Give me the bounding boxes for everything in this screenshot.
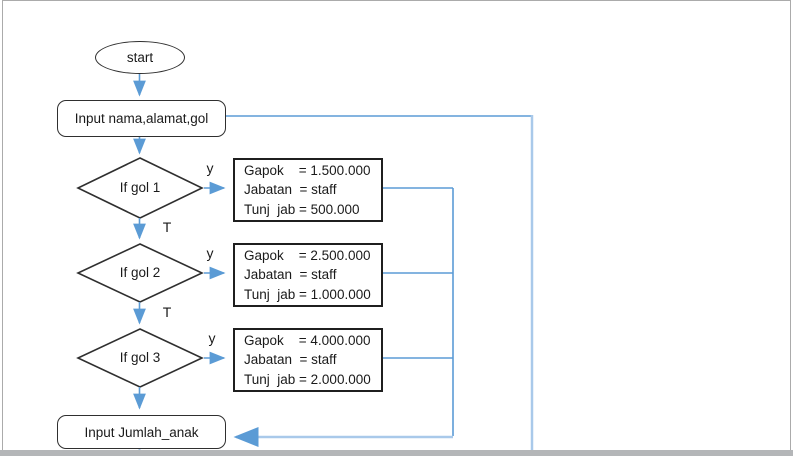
result-line: Jabatan = staff [244, 267, 337, 283]
input-jumlah-anak-box: Input Jumlah_anak [57, 415, 226, 449]
input-jumlah-anak-label: Input Jumlah_anak [84, 424, 199, 440]
result-line: Tunj jab = 1.000.000 [244, 286, 371, 302]
yes-label-3: y [208, 330, 216, 346]
result-line: Tunj jab = 2.000.000 [244, 371, 371, 387]
result-line: Gapok = 4.000.000 [244, 333, 371, 349]
input-nama-label: Input nama,alamat,gol [74, 111, 209, 126]
result-box-gol-3: Gapok = 4.000.000 Jabatan = staff Tunj j… [233, 328, 383, 392]
result-line: Jabatan = staff [244, 352, 337, 368]
decision-label-if-gol-3: If gol 3 [119, 350, 161, 365]
false-label-2: T [162, 304, 172, 320]
decision-label-if-gol-1: If gol 1 [119, 180, 161, 195]
yes-label-2: y [206, 245, 214, 261]
start-terminator: start [95, 41, 185, 74]
decision-label-if-gol-2: If gol 2 [119, 265, 161, 280]
result-line: Jabatan = staff [244, 182, 337, 198]
start-label: start [126, 50, 154, 65]
result-box-gol-2: Gapok = 2.500.000 Jabatan = staff Tunj j… [233, 243, 383, 307]
bottom-edge-bar [0, 450, 793, 456]
input-nama-box: Input nama,alamat,gol [57, 100, 226, 137]
result-line: Tunj jab = 500.000 [244, 201, 360, 217]
yes-label-1: y [206, 160, 214, 176]
result-box-gol-1: Gapok = 1.500.000 Jabatan = staff Tunj j… [233, 158, 383, 222]
false-label-1: T [162, 219, 172, 235]
result-line: Gapok = 2.500.000 [244, 248, 371, 264]
result-line: Gapok = 1.500.000 [244, 163, 371, 179]
